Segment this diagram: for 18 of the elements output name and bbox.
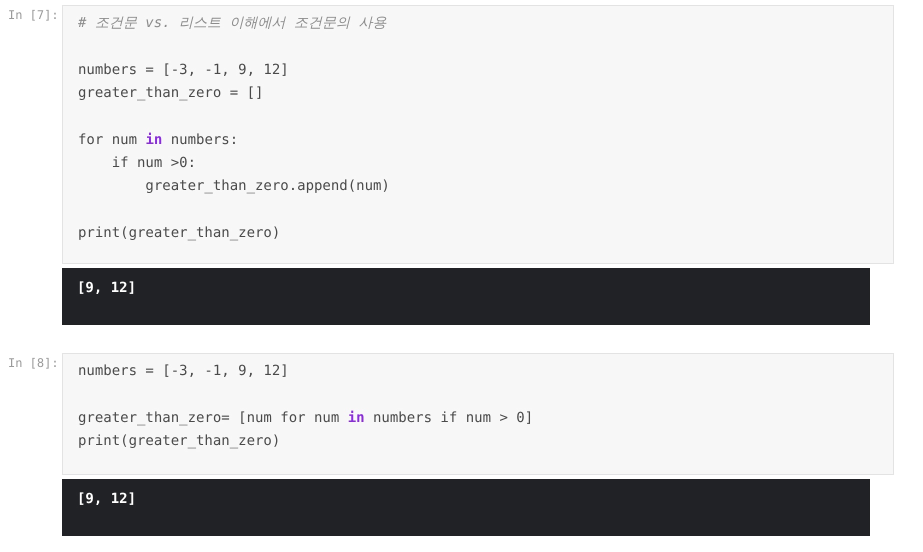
code-cell	[62, 353, 894, 475]
code-line: greater_than_zero= [num for num in numbers if num > 0]	[78, 408, 534, 427]
code-line: numbers = [-3, -1, 9, 12]	[78, 362, 289, 380]
code-line: numbers = [-3, -1, 9, 12]	[78, 60, 289, 79]
code-comment: # 조건문 vs. 리스트 이해에서 조건문의 사용	[78, 14, 386, 32]
code-line: print(greater_than_zero)	[78, 432, 280, 450]
prompt-label: In [7]:	[8, 7, 59, 23]
output-text: [9, 12]	[77, 279, 136, 297]
code-line: print(greater_than_zero)	[78, 224, 280, 242]
prompt-label: In [8]:	[8, 355, 59, 371]
output-text: [9, 12]	[77, 490, 136, 508]
code-cell	[62, 5, 894, 264]
output-cell	[62, 479, 870, 536]
code-line: greater_than_zero.append(num)	[144, 177, 390, 196]
code-line: for num in numbers:	[78, 130, 238, 148]
code-line: greater_than_zero = []	[78, 84, 264, 102]
output-cell	[62, 268, 870, 325]
code-line: if num >0:	[110, 154, 196, 172]
